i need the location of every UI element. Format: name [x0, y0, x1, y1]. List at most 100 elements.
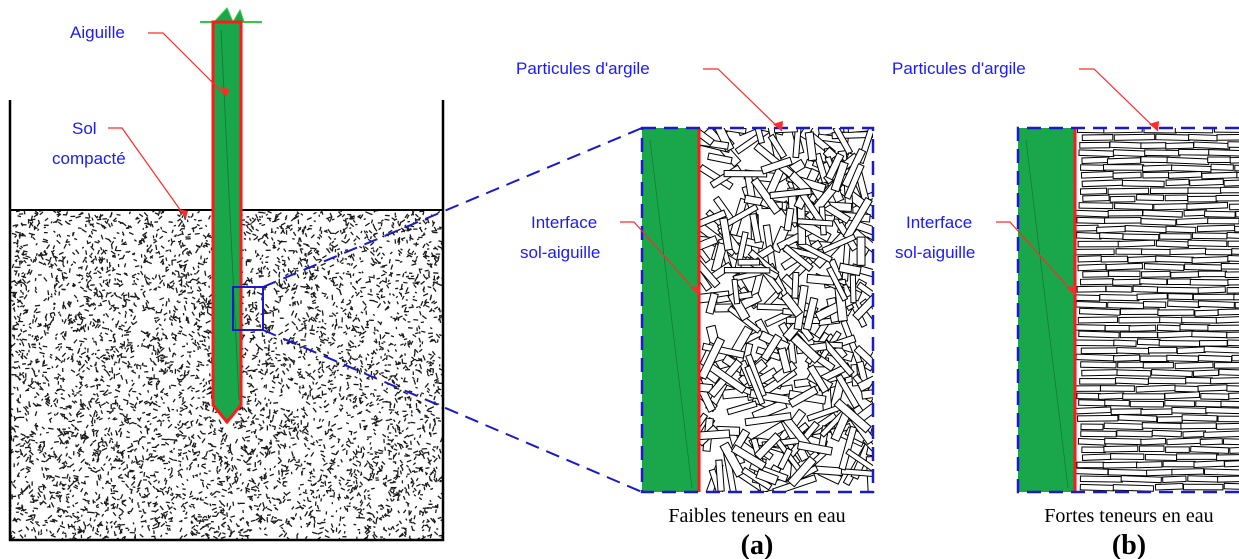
clay-particle [1201, 171, 1238, 180]
clay-particle [1076, 285, 1107, 293]
clay-particle [777, 347, 792, 374]
clay-particle [1171, 164, 1212, 173]
clay-particle [1195, 400, 1222, 408]
clay-particle [1136, 461, 1163, 469]
clay-particle [1142, 171, 1170, 179]
clay-particle [1174, 385, 1199, 393]
clay-particle [1171, 468, 1205, 476]
clay-particle [1215, 315, 1239, 324]
clay-particle [1118, 413, 1158, 423]
clay-particle [1210, 163, 1234, 171]
clay-particle [1184, 263, 1223, 271]
clay-particle [755, 468, 779, 486]
clay-particle [1075, 224, 1099, 232]
clay-particle [1187, 195, 1218, 203]
clay-particle [783, 207, 795, 232]
clay-particle [1140, 217, 1177, 226]
clay-particle [1226, 286, 1239, 294]
clay-particle [1077, 437, 1107, 446]
clay-particle [1204, 248, 1233, 256]
clay-particle [1153, 203, 1190, 211]
clay-particle [1223, 459, 1239, 468]
clay-particle [1220, 186, 1239, 194]
clay-particle [1183, 209, 1208, 217]
panel-b-interface-label-line2: sol-aiguille [895, 243, 975, 262]
clay-particle [719, 441, 746, 478]
clay-particle [1141, 164, 1173, 173]
clay-particle [1079, 141, 1111, 149]
clay-particle [1078, 399, 1108, 407]
clay-particle [715, 459, 725, 492]
clay-particle [813, 152, 830, 184]
clay-particle [1203, 430, 1239, 439]
clay-particle [1207, 217, 1239, 225]
panel-a-clay-particles-random [699, 128, 873, 492]
panel-a-dashed-frame [640, 126, 875, 494]
clay-particle [841, 240, 851, 282]
soil-label-line1: Sol [72, 119, 97, 138]
clay-particle [1145, 468, 1174, 477]
clay-particle [1166, 278, 1192, 286]
clay-particle [699, 235, 719, 255]
clay-particle [1115, 248, 1143, 255]
clay-particle [1078, 202, 1114, 210]
clay-particle [1217, 474, 1239, 483]
clay-particle [1234, 300, 1239, 309]
clay-particle [1143, 263, 1185, 272]
clay-particle [1109, 141, 1144, 150]
clay-particle [1112, 171, 1142, 180]
panel-a-interface-label-line1: Interface [531, 213, 597, 232]
clay-particle [1193, 141, 1231, 150]
needle-head [212, 7, 245, 24]
clay-particle [1116, 369, 1152, 377]
clay-particle [1080, 361, 1117, 369]
clay-particle [1157, 330, 1195, 339]
clay-particle [1119, 308, 1160, 315]
clay-particle [1166, 354, 1199, 363]
panel-b-particles-leader [1079, 68, 1159, 132]
clay-particle [847, 128, 873, 134]
clay-particle [1181, 414, 1218, 422]
clay-particle [1175, 217, 1210, 226]
clay-particle [1154, 482, 1184, 491]
clay-particle [1164, 391, 1201, 400]
clay-particle [1217, 308, 1239, 316]
clay-particle [1217, 415, 1239, 423]
clay-particle [1078, 330, 1120, 339]
clay-particle [707, 128, 735, 153]
clay-particle [1197, 354, 1233, 363]
clay-particle [744, 365, 766, 406]
panel-b-caption: Fortes teneurs en eau [1044, 505, 1213, 527]
clay-particle [1223, 178, 1239, 187]
panel-a-interface-leader [620, 221, 700, 296]
clay-particle [1187, 133, 1218, 142]
clay-particle [1118, 316, 1162, 324]
clay-particle [1231, 354, 1239, 362]
clay-particle [1117, 361, 1145, 369]
clay-particle [1162, 460, 1196, 468]
clay-particle [1170, 271, 1201, 279]
clay-particle [1165, 142, 1195, 150]
clay-particle [1236, 171, 1239, 180]
clay-particle [1076, 392, 1101, 400]
clay-particle [1190, 445, 1230, 454]
clay-particle [1182, 430, 1207, 438]
clay-particle [1121, 179, 1165, 188]
clay-particle [1193, 460, 1225, 468]
panel-a [640, 126, 875, 494]
clay-particle [1075, 353, 1115, 362]
clay-particle [1079, 475, 1123, 483]
clay-particle [1210, 376, 1239, 385]
clay-particle [726, 400, 758, 416]
clay-particle [1229, 203, 1239, 211]
clay-particle [1235, 209, 1239, 218]
clay-particle [1139, 277, 1168, 286]
clay-particle [1229, 445, 1239, 454]
clay-particle [1077, 414, 1119, 422]
clay-particle [1213, 128, 1239, 134]
zoom-projection-lines [262, 127, 643, 493]
panel-b-needle-shading [1025, 139, 1069, 489]
clay-particle [1075, 209, 1110, 218]
clay-particle [1162, 475, 1187, 483]
clay-particle [1135, 384, 1176, 393]
